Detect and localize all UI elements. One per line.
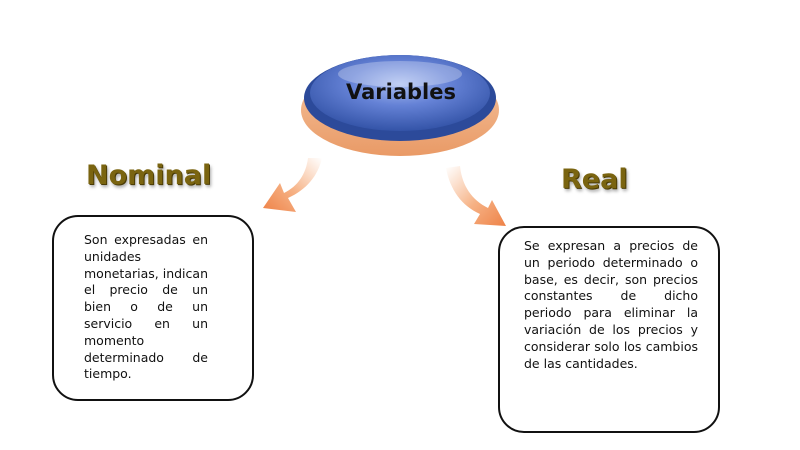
arrow-left-icon	[263, 158, 322, 212]
real-title: Real	[561, 164, 628, 195]
real-description-box: Se expresan a precios de un periodo dete…	[498, 226, 720, 433]
oval-highlight	[338, 61, 462, 87]
nominal-title: Nominal	[86, 160, 212, 191]
nominal-description-box: Son expresadas en unidades monetarias, i…	[52, 215, 254, 401]
variables-oval	[310, 55, 490, 131]
real-description-text: Se expresan a precios de un periodo dete…	[524, 238, 698, 371]
variables-label: Variables	[346, 80, 456, 104]
nominal-description-text: Son expresadas en unidades monetarias, i…	[84, 232, 208, 382]
arrow-right-icon	[446, 166, 506, 226]
